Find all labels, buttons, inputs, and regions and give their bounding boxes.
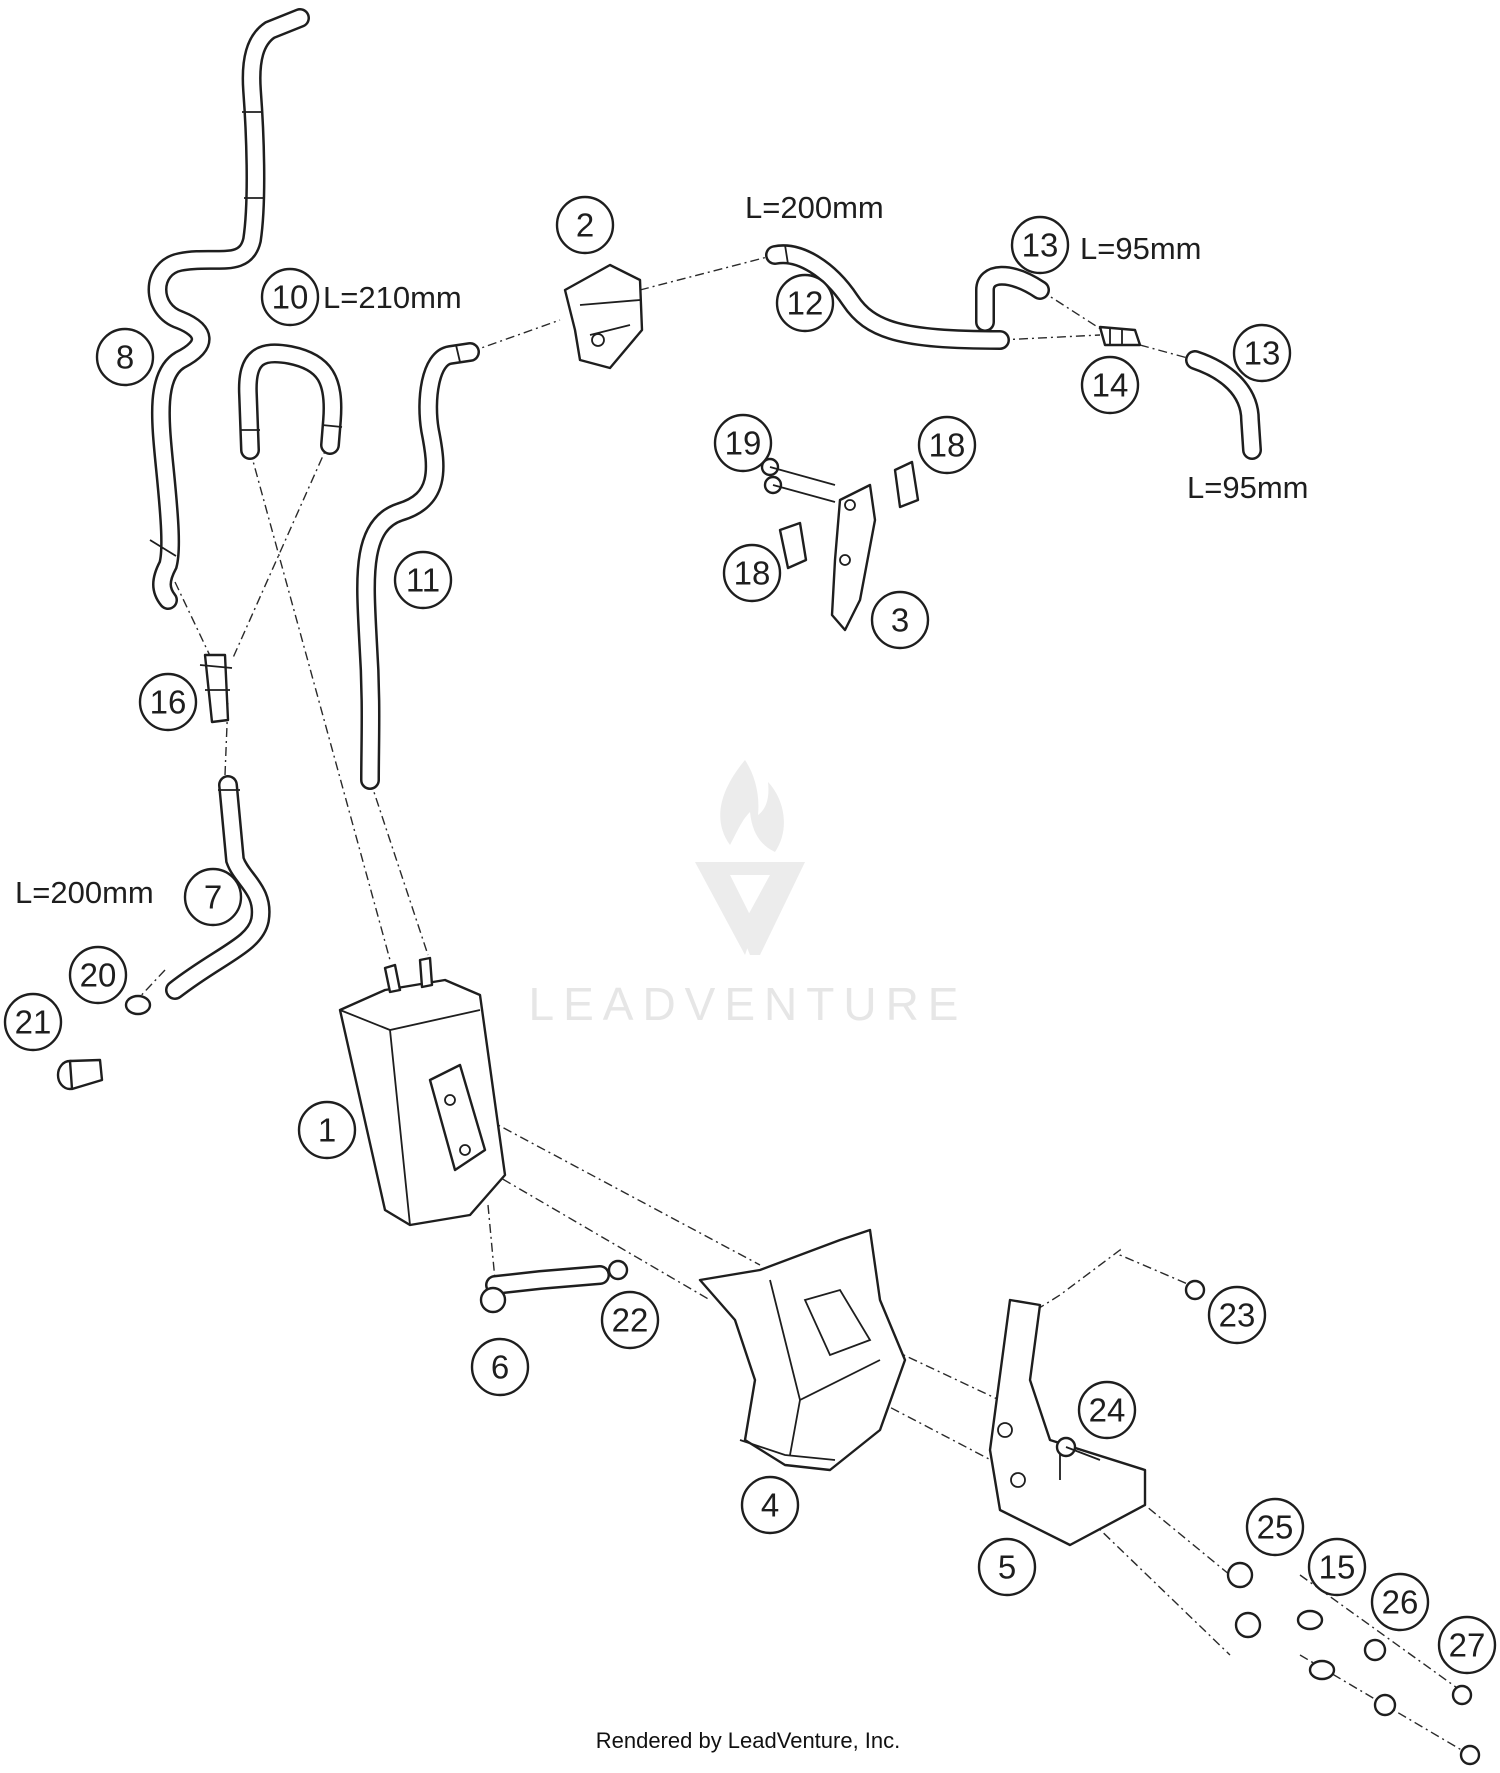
hose-7 — [165, 775, 271, 1000]
bolt-22 — [607, 1259, 629, 1281]
valve-2 — [563, 263, 644, 370]
dimension-hose-13-lower: L=95mm — [1187, 470, 1308, 505]
svg-text:7: 7 — [204, 879, 222, 916]
svg-text:16: 16 — [150, 684, 187, 721]
callout-4: 4 — [740, 1475, 800, 1535]
callout-1: 1 — [297, 1100, 357, 1160]
svg-text:8: 8 — [116, 339, 134, 376]
callout-11: 11 — [393, 550, 453, 610]
washer-20 — [124, 994, 152, 1016]
screw-21 — [56, 1058, 104, 1091]
hose-13-upper — [975, 265, 1050, 332]
clips-18 — [778, 460, 920, 570]
svg-text:15: 15 — [1319, 1549, 1356, 1586]
dimension-hose-7: L=200mm — [15, 875, 154, 910]
bolt-24 — [1055, 1436, 1101, 1461]
callout-25: 25 — [1245, 1497, 1305, 1557]
hose-13-lower — [1185, 350, 1262, 460]
svg-text:18: 18 — [734, 555, 771, 592]
bracket-3 — [830, 483, 877, 632]
hose-8 — [147, 8, 310, 610]
hose-10 — [237, 343, 343, 460]
part-6 — [479, 1265, 610, 1314]
callout-22: 22 — [600, 1290, 660, 1350]
svg-text:18: 18 — [929, 427, 966, 464]
leadventure-watermark: LEADVENTURE — [529, 760, 968, 1030]
screws-19 — [760, 457, 836, 503]
svg-text:27: 27 — [1449, 1627, 1486, 1664]
svg-text:6: 6 — [491, 1349, 509, 1386]
dimension-hose-10: L=210mm — [323, 280, 462, 315]
callout-26: 26 — [1370, 1572, 1430, 1632]
svg-text:25: 25 — [1257, 1509, 1294, 1546]
callout-19: 19 — [713, 413, 773, 473]
svg-text:26: 26 — [1382, 1584, 1419, 1621]
callout-13-upper: 13 — [1010, 215, 1070, 275]
callout-13-lower: 13 — [1232, 323, 1292, 383]
callout-7: 7 — [183, 867, 243, 927]
svg-text:23: 23 — [1219, 1297, 1256, 1334]
callout-27: 27 — [1437, 1615, 1497, 1675]
svg-text:11: 11 — [406, 562, 440, 599]
connector-16 — [199, 653, 233, 724]
callout-23: 23 — [1207, 1285, 1267, 1345]
nuts-26 — [1363, 1638, 1397, 1717]
callout-2: 2 — [555, 195, 615, 255]
hose-12 — [765, 244, 1010, 350]
callout-5: 5 — [977, 1537, 1037, 1597]
svg-text:20: 20 — [80, 957, 117, 994]
watermark-brand: LEADVENTURE — [529, 978, 968, 1030]
svg-text:19: 19 — [725, 425, 762, 462]
dimension-labels: L=210mm L=200mm L=95mm L=95mm L=200mm — [15, 190, 1308, 910]
callout-10: 10 — [260, 267, 320, 327]
svg-text:24: 24 — [1089, 1392, 1126, 1429]
svg-text:4: 4 — [761, 1487, 779, 1524]
holder-4 — [698, 1228, 907, 1472]
v-logo-icon — [695, 862, 805, 955]
callout-14: 14 — [1080, 355, 1140, 415]
svg-text:5: 5 — [998, 1549, 1016, 1586]
callout-3: 3 — [870, 590, 930, 650]
nuts-25 — [1226, 1561, 1262, 1639]
callout-21: 21 — [3, 992, 63, 1052]
callout-16: 16 — [138, 672, 198, 732]
render-credit: Rendered by LeadVenture, Inc. — [596, 1728, 901, 1753]
callout-18-left: 18 — [722, 543, 782, 603]
svg-text:1: 1 — [318, 1112, 336, 1149]
bolt-23 — [1184, 1279, 1206, 1301]
callout-12: 12 — [775, 273, 835, 333]
svg-text:10: 10 — [272, 279, 309, 316]
callout-15: 15 — [1307, 1537, 1367, 1597]
dimension-hose-12: L=200mm — [745, 190, 884, 225]
washers-15 — [1296, 1609, 1336, 1681]
canister-1 — [338, 956, 507, 1227]
hose-11 — [356, 342, 480, 790]
svg-text:12: 12 — [787, 285, 824, 322]
callout-24: 24 — [1077, 1380, 1137, 1440]
svg-text:2: 2 — [576, 207, 594, 244]
svg-text:14: 14 — [1092, 367, 1129, 404]
connector-14 — [1098, 325, 1142, 347]
svg-text:13: 13 — [1244, 335, 1281, 372]
callout-8: 8 — [95, 327, 155, 387]
flame-logo-icon — [720, 760, 784, 852]
svg-text:3: 3 — [891, 602, 909, 639]
svg-text:13: 13 — [1022, 227, 1059, 264]
dimension-hose-13-upper: L=95mm — [1080, 231, 1201, 266]
bolts-27 — [1451, 1684, 1481, 1766]
svg-text:22: 22 — [612, 1302, 649, 1339]
svg-text:21: 21 — [15, 1004, 52, 1041]
callout-18-right: 18 — [917, 415, 977, 475]
callout-6: 6 — [470, 1337, 530, 1397]
callout-20: 20 — [68, 945, 128, 1005]
callouts: 1 2 3 4 5 6 7 8 — [3, 195, 1497, 1675]
